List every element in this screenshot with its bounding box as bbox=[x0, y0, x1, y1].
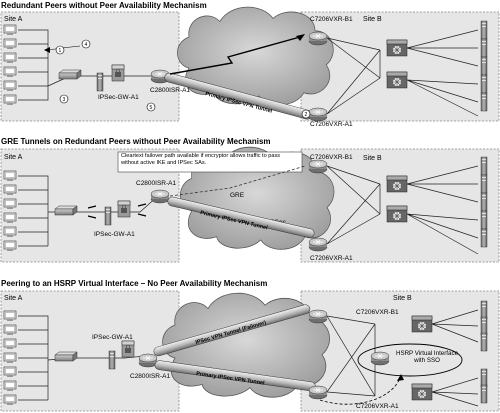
router-b1-label: C7206VXR-B1 bbox=[356, 309, 399, 316]
server-icon bbox=[96, 72, 104, 92]
server-icon bbox=[480, 316, 488, 336]
ipsec-gateway-icon bbox=[117, 200, 131, 218]
router-a-label: C2800ISR-A1 bbox=[150, 87, 190, 94]
router-icon bbox=[138, 353, 158, 368]
router-b1-label: C7206VXR-B1 bbox=[310, 154, 353, 161]
router-icon bbox=[150, 189, 170, 204]
gateway-label: IPSec-GW-A1 bbox=[92, 334, 133, 341]
panel-3: Peering to an HSRP Virtual Interface – N… bbox=[0, 279, 500, 412]
multilayer-switch-icon bbox=[386, 205, 408, 223]
site-a-box bbox=[0, 290, 180, 412]
access-switch-icon bbox=[54, 205, 78, 216]
step-5: 5 bbox=[150, 105, 153, 111]
site-a-label: Site A bbox=[4, 154, 23, 161]
router-icon bbox=[308, 237, 328, 252]
site-a-label: Site A bbox=[4, 295, 23, 302]
access-switch-icon bbox=[58, 69, 82, 80]
gre-link bbox=[169, 165, 306, 197]
multilayer-switch-icon bbox=[411, 315, 433, 333]
router-icon bbox=[308, 159, 328, 174]
site-a-label: Site A bbox=[4, 16, 23, 23]
step-4: 4 bbox=[85, 42, 88, 48]
gateway-label: IPSec-GW-A1 bbox=[94, 231, 135, 238]
server-icon bbox=[480, 300, 488, 320]
site-b-label: Site B bbox=[363, 155, 382, 162]
router-b2-label: C7206VXR-A1 bbox=[310, 255, 353, 262]
step-2: 2 bbox=[305, 112, 308, 118]
router-icon bbox=[308, 385, 328, 400]
router-icon bbox=[308, 309, 328, 324]
server-icon bbox=[480, 174, 488, 194]
hsrp-router-icon bbox=[370, 351, 390, 366]
gateway-label: IPSec-GW-A1 bbox=[98, 94, 139, 101]
router-icon bbox=[308, 107, 328, 122]
server-icon bbox=[480, 210, 488, 230]
server-icon bbox=[480, 156, 488, 176]
site-b-box bbox=[300, 148, 500, 263]
multilayer-switch-icon bbox=[386, 175, 408, 193]
primary-tunnel bbox=[167, 196, 315, 238]
router-b2-label: C7206VXR-A1 bbox=[310, 121, 353, 128]
router-a-label: C2800ISR-A1 bbox=[136, 180, 176, 187]
panel-1: Redundant Peers without Peer Availabilit… bbox=[0, 1, 500, 128]
router-icon bbox=[308, 31, 328, 46]
server-icon bbox=[480, 92, 488, 112]
site-b-box bbox=[300, 11, 500, 122]
server-icon bbox=[480, 192, 488, 212]
gre-label: GRE bbox=[230, 192, 245, 199]
server-icon bbox=[480, 20, 488, 40]
server-icon bbox=[104, 206, 112, 226]
panel-2: GRE Tunnels on Redundant Peers without P… bbox=[0, 137, 500, 263]
site-b-label: Site B bbox=[363, 16, 382, 23]
server-icon bbox=[480, 368, 488, 388]
failover-tunnel bbox=[153, 304, 311, 357]
server-icon bbox=[480, 38, 488, 58]
multilayer-switch-icon bbox=[386, 71, 408, 89]
server-icon bbox=[108, 350, 116, 370]
server-icon bbox=[480, 228, 488, 248]
access-switch-icon bbox=[54, 351, 78, 362]
server-icon bbox=[480, 56, 488, 76]
hsrp-ellipse bbox=[357, 343, 463, 377]
server-icon bbox=[480, 74, 488, 94]
panel-1-title: Redundant Peers without Peer Availabilit… bbox=[1, 1, 207, 10]
site-b-label: Site B bbox=[393, 295, 412, 302]
failed-link-icon bbox=[169, 36, 301, 75]
server-icon bbox=[480, 384, 488, 404]
ipsec-gateway-icon bbox=[111, 64, 125, 82]
server-icon bbox=[480, 332, 488, 352]
panel-3-title: Peering to an HSRP Virtual Interface – N… bbox=[1, 279, 267, 288]
step-3: 3 bbox=[63, 97, 66, 103]
site-b-box bbox=[300, 290, 500, 412]
step-1: 1 bbox=[59, 48, 62, 54]
ipsec-gateway-icon bbox=[121, 340, 135, 358]
callout-box bbox=[117, 151, 303, 173]
hsrp-label: HSRP Virtual Interface with SSO bbox=[395, 350, 459, 364]
router-b1-label: C7206VXR-B1 bbox=[310, 16, 353, 23]
panel-2-title: GRE Tunnels on Redundant Peers without P… bbox=[1, 137, 271, 146]
callout-text: Cleartext failover path available if enc… bbox=[121, 153, 281, 166]
multilayer-switch-icon bbox=[411, 383, 433, 401]
router-b2-label: C7206VXR-A1 bbox=[356, 403, 399, 410]
multilayer-switch-icon bbox=[386, 39, 408, 57]
router-a-label: C2800ISR-A1 bbox=[130, 373, 170, 380]
